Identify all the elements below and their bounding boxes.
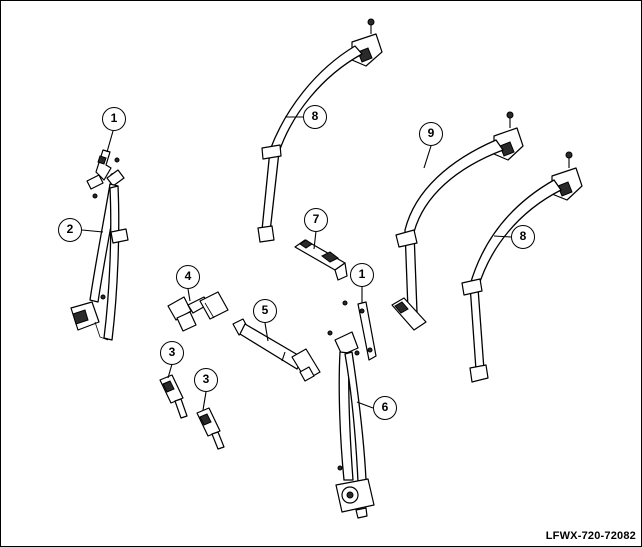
bolt-head	[92, 193, 98, 199]
belt-tongue-guide	[294, 239, 348, 281]
anchor-slot	[557, 181, 573, 197]
guide-slot-b	[321, 251, 339, 263]
bolt-head	[359, 308, 365, 314]
callout-3: 3	[160, 341, 184, 365]
front-seat-belt-left	[70, 149, 129, 341]
anchor-tab	[281, 351, 286, 362]
leader-5	[264, 322, 269, 342]
webbing-shoulder	[338, 351, 354, 481]
buckle-seam	[204, 302, 215, 319]
leader-9	[423, 145, 432, 169]
bolt-head	[100, 294, 106, 300]
rear-shoulder-belt-top	[257, 18, 383, 243]
bolt-head	[367, 347, 373, 353]
lower-anchor	[469, 364, 489, 383]
bolt-head	[337, 465, 343, 471]
bolt-head	[114, 157, 120, 163]
leader-3a	[167, 363, 173, 379]
retractor-spool	[72, 309, 89, 325]
callout-7: 7	[304, 208, 328, 232]
bolt-head	[327, 330, 333, 336]
rear-shoulder-belt-right	[461, 151, 583, 383]
d-ring	[106, 169, 125, 187]
guide-end	[334, 262, 348, 281]
bolt-head	[354, 350, 360, 356]
belt-tongue	[391, 297, 427, 331]
buckle-button	[199, 413, 212, 426]
webbing-guide	[110, 228, 129, 244]
buckle-stalk	[211, 431, 225, 450]
guide-slot-a	[299, 239, 313, 249]
buckle-stalk	[174, 398, 188, 419]
buckle-button	[162, 380, 175, 393]
webbing-clip	[395, 229, 418, 248]
callout-3: 3	[194, 368, 218, 392]
leader-lines	[81, 116, 512, 411]
leader-7	[313, 230, 317, 250]
tongue-slot	[394, 301, 409, 314]
leader-3b	[202, 391, 207, 411]
anchor-slot	[357, 47, 373, 63]
leader-4	[187, 288, 191, 302]
spool-hub	[346, 491, 354, 499]
callout-1: 1	[350, 263, 374, 287]
callout-9: 9	[419, 122, 443, 146]
height-adjuster-bracket-left	[95, 149, 112, 181]
callout-8: 8	[511, 225, 535, 249]
callout-4: 4	[176, 265, 200, 289]
buckle-right	[199, 291, 229, 320]
bolt-head	[506, 111, 514, 119]
reference-code: LFWX-720-72082	[545, 530, 636, 542]
d-ring	[334, 331, 359, 356]
lap-anchor	[94, 321, 109, 341]
leader-8b	[493, 235, 512, 238]
retractor-mount	[355, 507, 368, 519]
adjuster-slot	[97, 155, 107, 165]
callout-6: 6	[373, 396, 397, 420]
bolt-head	[565, 151, 573, 159]
anchor-slot	[499, 141, 515, 157]
lower-anchor	[257, 225, 275, 243]
callout-8: 8	[303, 105, 327, 129]
center-lap-belt	[232, 318, 321, 382]
callout-5: 5	[253, 299, 277, 323]
retractor-foot	[299, 366, 315, 382]
webbing-clip	[261, 144, 282, 160]
anchor-bracket-right	[357, 301, 377, 361]
lap-webbing	[239, 323, 304, 370]
rear-seat-belt	[327, 300, 377, 519]
bolt-head	[367, 18, 375, 26]
webbing-clip	[461, 278, 483, 296]
bolt-head	[342, 300, 348, 306]
anchor-plate	[86, 174, 104, 190]
belt-webbing	[404, 139, 504, 313]
belt-webbing	[469, 179, 562, 371]
buckle-upper	[159, 374, 188, 419]
callout-1: 1	[102, 107, 126, 131]
buckle-lower	[196, 407, 225, 450]
belt-webbing	[261, 45, 363, 233]
leader-1a	[106, 130, 114, 153]
center-buckle-assembly	[167, 291, 229, 332]
rear-shoulder-belt-middle	[391, 111, 524, 331]
buckle-tongue	[176, 311, 197, 332]
leader-2	[81, 229, 104, 233]
callout-2: 2	[58, 218, 82, 242]
leader-6	[356, 401, 374, 409]
